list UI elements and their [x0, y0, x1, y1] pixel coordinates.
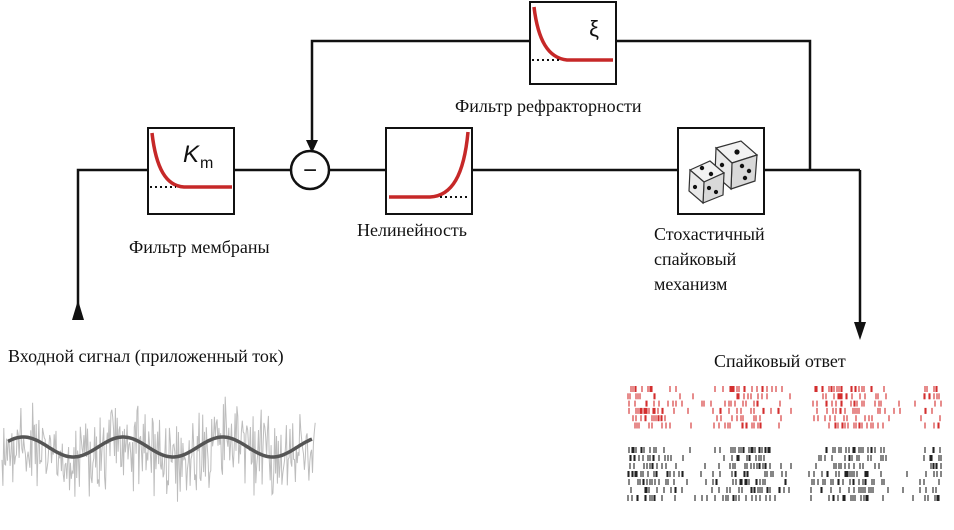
input-noise-trace	[1, 396, 316, 502]
stochastic-label-line2: спайковый	[654, 249, 737, 269]
subtract-symbol: −	[303, 157, 317, 184]
stochastic-label-line3: механизм	[654, 274, 727, 294]
membrane-subscript: m	[200, 155, 213, 172]
feedback-wire-right	[616, 39, 812, 170]
summation-circle	[289, 149, 331, 191]
nonlinearity-label: Нелинейность	[357, 220, 467, 240]
spike-raster	[627, 386, 942, 501]
dice-icon	[688, 140, 759, 205]
nonlinearity-block	[385, 127, 473, 215]
refractory-filter-label: Фильтр рефракторности	[455, 96, 642, 116]
input-wire	[76, 168, 148, 320]
feedback-wire-left	[310, 39, 530, 143]
summation-node: −	[289, 149, 331, 191]
stochastic-spiking-block	[677, 127, 765, 215]
refractory-filter-block: ξ	[529, 1, 617, 85]
spike-response-label: Спайковый ответ	[714, 351, 846, 371]
input-signal-label: Входной сигнал (приложенный ток)	[8, 346, 284, 367]
membrane-filter-label: Фильтр мембраны	[129, 237, 270, 257]
stochastic-label-line1: Стохастичный	[654, 224, 765, 244]
signal-wires	[76, 39, 862, 325]
membrane-kernel-curve	[150, 132, 232, 189]
input-arrowhead	[72, 300, 84, 320]
input-signal-plot	[1, 396, 316, 502]
feedback-arrowhead	[306, 140, 318, 153]
refractory-kernel-curve	[532, 6, 613, 62]
nonlinearity-curve	[389, 131, 470, 199]
nonlinearity-box	[385, 127, 473, 215]
output-arrowhead	[854, 322, 866, 340]
refractory-symbol: ξ	[589, 16, 599, 41]
membrane-symbol: K	[183, 141, 200, 168]
membrane-filter-block: K m	[147, 127, 235, 215]
membrane-filter-box	[147, 127, 235, 215]
input-sine-trace	[7, 435, 313, 459]
